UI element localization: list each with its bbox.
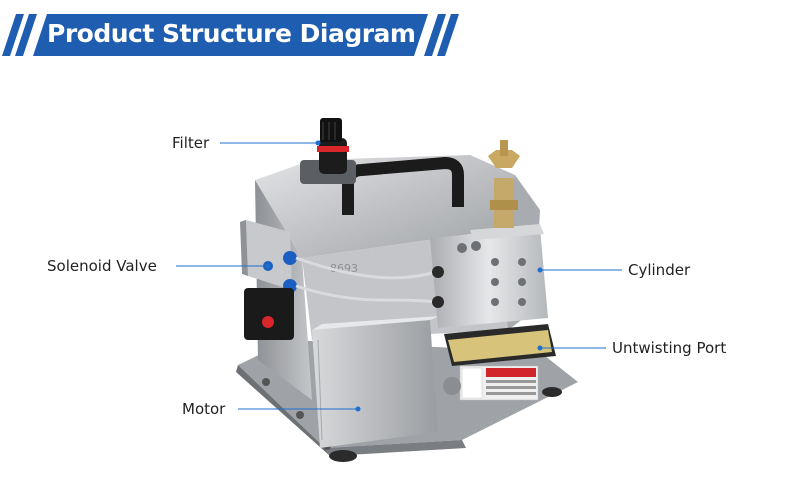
page-title: Product Structure Diagram — [47, 19, 416, 48]
cylinder-label: Cylinder — [628, 261, 691, 279]
header-banner: Product Structure Diagram — [0, 14, 462, 56]
filter-assembly — [300, 118, 356, 184]
leader-lines — [176, 140, 622, 412]
filter-label: Filter — [172, 134, 210, 152]
solenoid-valve-label: Solenoid Valve — [47, 257, 157, 275]
banner-shape — [2, 14, 459, 56]
cylinder-assembly — [430, 140, 548, 328]
motor-label: Motor — [182, 400, 226, 418]
solenoid-valve-assembly — [240, 220, 437, 340]
untwisting-port-label: Untwisting Port — [612, 339, 727, 357]
untwisting-port-assembly — [443, 324, 556, 401]
motor-block — [312, 316, 440, 448]
